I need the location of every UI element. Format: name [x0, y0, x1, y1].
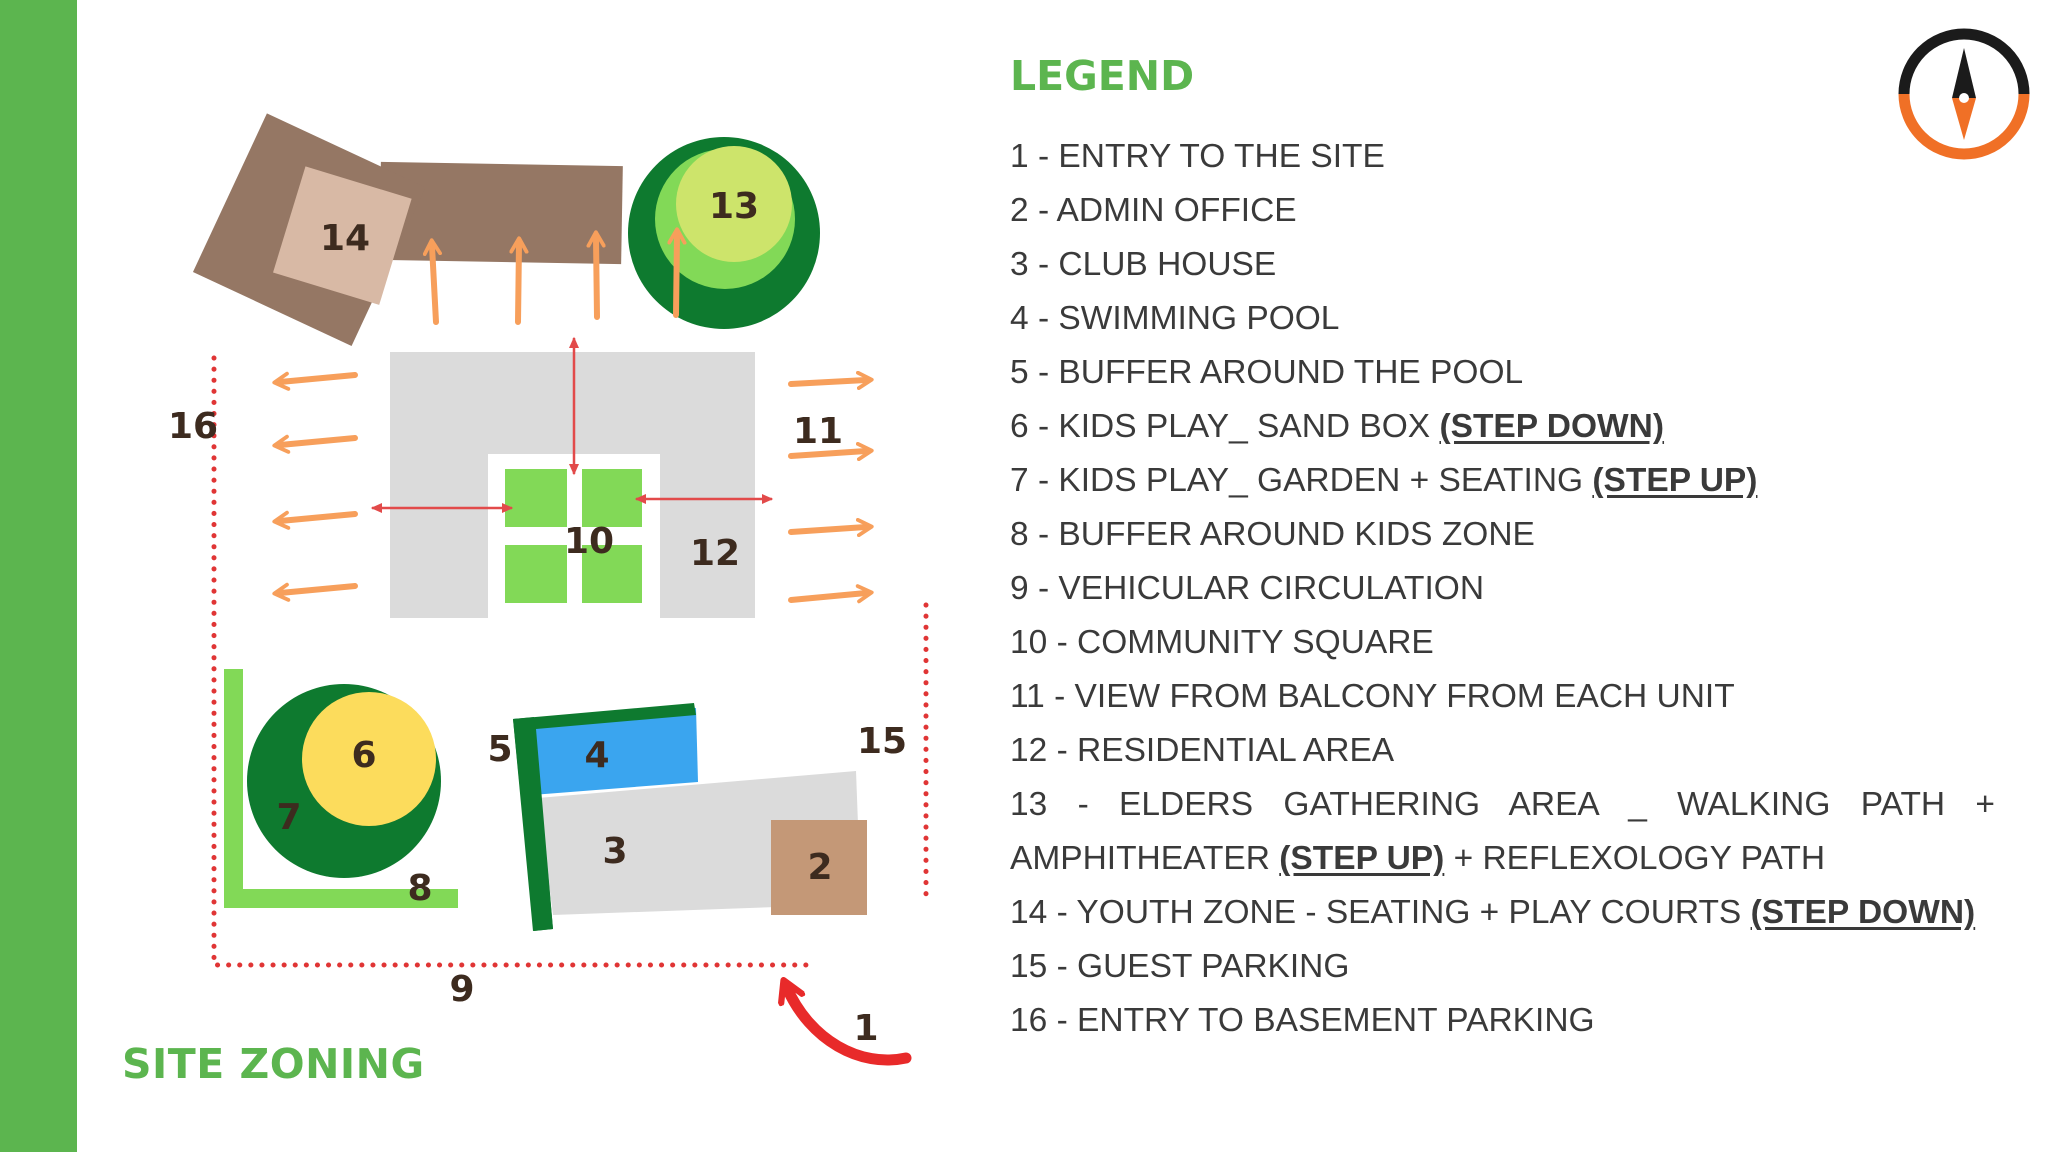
legend-item: 12 - RESIDENTIAL AREA	[1010, 724, 1995, 778]
legend-item-text: 10 - COMMUNITY SQUARE	[1010, 624, 1434, 661]
label-14: 14	[320, 218, 370, 259]
label-5: 5	[487, 729, 512, 770]
compass-icon	[1898, 28, 2030, 160]
vehicular-circulation	[211, 355, 929, 968]
label-6: 6	[351, 735, 376, 776]
kids-zone	[224, 669, 458, 908]
legend-item-note: (STEP DOWN)	[1750, 894, 1976, 931]
legend-item: 14 - YOUTH ZONE - SEATING + PLAY COURTS …	[1010, 886, 1995, 940]
label-8: 8	[407, 868, 432, 909]
legend-item: 9 - VEHICULAR CIRCULATION	[1010, 562, 1995, 616]
legend-item-text: 6 - KIDS PLAY_ SAND BOX	[1010, 408, 1440, 445]
community-square	[505, 469, 642, 603]
legend-item-text: 14 - YOUTH ZONE - SEATING + PLAY COURTS	[1010, 894, 1751, 931]
legend-item-text: 5 - BUFFER AROUND THE POOL	[1010, 354, 1524, 391]
label-7: 7	[276, 797, 301, 838]
legend-item: 1 - ENTRY TO THE SITE	[1010, 130, 1995, 184]
legend-title: LEGEND	[1010, 52, 1195, 100]
legend-item: 4 - SWIMMING POOL	[1010, 292, 1995, 346]
legend-item-note: (STEP UP)	[1279, 840, 1445, 877]
legend-item-text: 3 - CLUB HOUSE	[1010, 246, 1277, 283]
legend-item: 3 - CLUB HOUSE	[1010, 238, 1995, 292]
legend-item-text: 7 - KIDS PLAY_ GARDEN + SEATING	[1010, 462, 1593, 499]
legend-item: 11 - VIEW FROM BALCONY FROM EACH UNIT	[1010, 670, 1995, 724]
legend-item: 8 - BUFFER AROUND KIDS ZONE	[1010, 508, 1995, 562]
label-16: 16	[168, 406, 218, 447]
access-arrows	[422, 227, 687, 325]
legend-item-note: (STEP DOWN)	[1439, 408, 1665, 445]
residential-area	[390, 352, 755, 618]
club-house-area	[513, 703, 867, 931]
label-10: 10	[564, 521, 614, 562]
view-arrows	[788, 370, 874, 604]
left-accent-bar	[0, 0, 77, 1152]
site-entry-arrow	[787, 988, 912, 1066]
legend-item: 6 - KIDS PLAY_ SAND BOX (STEP DOWN)	[1010, 400, 1995, 454]
label-3: 3	[602, 831, 627, 872]
legend-item-text: 2 - ADMIN OFFICE	[1010, 192, 1297, 229]
site-zoning-title: SITE ZONING	[122, 1040, 425, 1088]
legend-item: 10 - COMMUNITY SQUARE	[1010, 616, 1995, 670]
label-12: 12	[690, 533, 740, 574]
label-4: 4	[584, 735, 609, 776]
connection-arrows	[370, 336, 774, 513]
legend-item: 2 - ADMIN OFFICE	[1010, 184, 1995, 238]
label-15: 15	[857, 721, 907, 762]
legend-item-text: 13 - ELDERS GATHERING AREA _ WALKING PAT…	[1010, 786, 1995, 877]
label-13: 13	[709, 186, 759, 227]
legend-item-text: 12 - RESIDENTIAL AREA	[1010, 732, 1395, 769]
legend-item-text: 4 - SWIMMING POOL	[1010, 300, 1340, 337]
label-11: 11	[793, 411, 843, 452]
legend-item: 7 - KIDS PLAY_ GARDEN + SEATING (STEP UP…	[1010, 454, 1995, 508]
label-2: 2	[807, 847, 832, 888]
legend-item: 15 - GUEST PARKING	[1010, 940, 1995, 994]
legend-item: 5 - BUFFER AROUND THE POOL	[1010, 346, 1995, 400]
legend-item-text: 1 - ENTRY TO THE SITE	[1010, 138, 1385, 175]
basement-entry-arrows	[272, 371, 358, 602]
youth-zone	[192, 113, 623, 346]
label-1: 1	[853, 1008, 878, 1049]
legend-item-text: 11 - VIEW FROM BALCONY FROM EACH UNIT	[1010, 678, 1735, 715]
legend-item-text-after: + REFLEXOLOGY PATH	[1444, 840, 1826, 877]
legend-item: 16 - ENTRY TO BASEMENT PARKING	[1010, 994, 1995, 1048]
label-9: 9	[449, 969, 474, 1010]
legend-item: 13 - ELDERS GATHERING AREA _ WALKING PAT…	[1010, 778, 1995, 886]
legend-item-text: 9 - VEHICULAR CIRCULATION	[1010, 570, 1485, 607]
elders-gathering-area	[628, 137, 820, 329]
legend-item-note: (STEP UP)	[1592, 462, 1758, 499]
legend-item-text: 8 - BUFFER AROUND KIDS ZONE	[1010, 516, 1535, 553]
legend-item-text: 16 - ENTRY TO BASEMENT PARKING	[1010, 1002, 1595, 1039]
site-zoning-diagram: 1 2 3 4 5 6 7 8 9 10 11 12 13 14 15 16	[168, 113, 929, 1066]
legend-item-text: 15 - GUEST PARKING	[1010, 948, 1350, 985]
legend-list: 1 - ENTRY TO THE SITE 2 - ADMIN OFFICE 3…	[1010, 130, 1995, 1048]
